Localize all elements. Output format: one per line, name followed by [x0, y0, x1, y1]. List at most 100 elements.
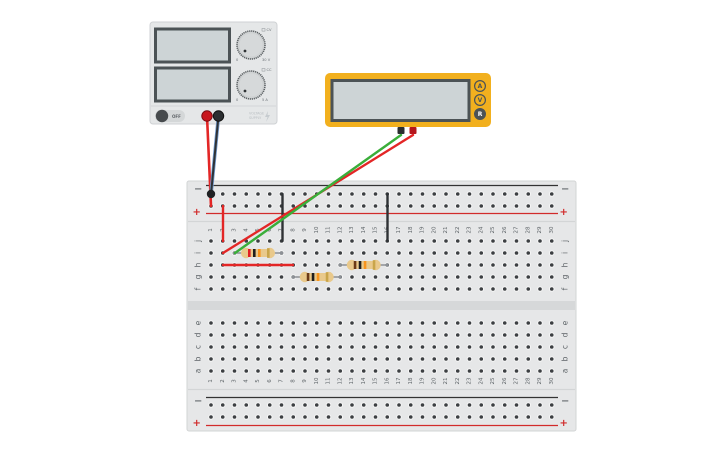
breadboard-hole[interactable]: [419, 344, 426, 350]
breadboard-hole[interactable]: [325, 238, 332, 244]
breadboard-hole[interactable]: [454, 356, 461, 362]
rail-hole[interactable]: [372, 414, 379, 420]
resistor-r3[interactable]: [338, 259, 389, 271]
breadboard-hole[interactable]: [372, 250, 379, 256]
breadboard-hole[interactable]: [454, 274, 461, 280]
breadboard-hole[interactable]: [548, 356, 555, 362]
breadboard-hole[interactable]: [396, 274, 402, 280]
breadboard-hole[interactable]: [419, 320, 426, 326]
rail-hole[interactable]: [243, 402, 250, 408]
rail-hole[interactable]: [490, 414, 496, 420]
rail-hole[interactable]: [490, 191, 496, 197]
rail-hole[interactable]: [419, 414, 426, 420]
breadboard-hole[interactable]: [290, 332, 297, 338]
rail-hole[interactable]: [384, 402, 391, 408]
breadboard-hole[interactable]: [208, 344, 214, 350]
breadboard-hole[interactable]: [443, 286, 449, 292]
rail-hole[interactable]: [360, 402, 367, 408]
breadboard-hole[interactable]: [443, 274, 449, 280]
breadboard-hole[interactable]: [278, 356, 285, 362]
breadboard-hole[interactable]: [302, 368, 308, 374]
breadboard-hole[interactable]: [266, 286, 273, 292]
rail-hole[interactable]: [302, 191, 308, 197]
rail-hole[interactable]: [349, 203, 355, 209]
breadboard-hole[interactable]: [513, 274, 520, 280]
breadboard-hole[interactable]: [501, 274, 508, 280]
rail-hole[interactable]: [219, 191, 226, 197]
breadboard-hole[interactable]: [525, 250, 532, 256]
breadboard-hole[interactable]: [490, 250, 496, 256]
breadboard-hole[interactable]: [490, 356, 496, 362]
breadboard-hole[interactable]: [537, 320, 543, 326]
breadboard-hole[interactable]: [396, 238, 402, 244]
rail-hole[interactable]: [513, 402, 520, 408]
breadboard-hole[interactable]: [454, 286, 461, 292]
rail-hole[interactable]: [337, 191, 344, 197]
breadboard-hole[interactable]: [525, 286, 532, 292]
breadboard-hole[interactable]: [313, 344, 320, 350]
breadboard-hole[interactable]: [431, 238, 438, 244]
breadboard-hole[interactable]: [431, 344, 438, 350]
breadboard-hole[interactable]: [490, 320, 496, 326]
rail-hole[interactable]: [478, 402, 485, 408]
breadboard-hole[interactable]: [243, 356, 250, 362]
breadboard-hole[interactable]: [337, 344, 344, 350]
rail-hole[interactable]: [231, 402, 238, 408]
breadboard-hole[interactable]: [360, 320, 367, 326]
breadboard-hole[interactable]: [337, 368, 344, 374]
breadboard-hole[interactable]: [478, 238, 485, 244]
multimeter[interactable]: AVR: [325, 73, 491, 134]
rail-hole[interactable]: [537, 402, 543, 408]
breadboard-hole[interactable]: [443, 320, 449, 326]
breadboard-hole[interactable]: [454, 320, 461, 326]
breadboard-hole[interactable]: [219, 274, 226, 280]
mode-button-v[interactable]: V: [474, 93, 487, 106]
rail-hole[interactable]: [325, 203, 332, 209]
breadboard-hole[interactable]: [537, 356, 543, 362]
breadboard-hole[interactable]: [360, 250, 367, 256]
rail-hole[interactable]: [255, 402, 261, 408]
rail-hole[interactable]: [302, 414, 308, 420]
breadboard-hole[interactable]: [290, 320, 297, 326]
rail-hole[interactable]: [231, 414, 238, 420]
breadboard-hole[interactable]: [396, 262, 402, 268]
breadboard-hole[interactable]: [466, 274, 473, 280]
breadboard-hole[interactable]: [525, 332, 532, 338]
rail-hole[interactable]: [208, 402, 214, 408]
breadboard-hole[interactable]: [384, 344, 391, 350]
breadboard-hole[interactable]: [360, 344, 367, 350]
rail-hole[interactable]: [537, 191, 543, 197]
breadboard-hole[interactable]: [302, 344, 308, 350]
breadboard-hole[interactable]: [266, 368, 273, 374]
breadboard-hole[interactable]: [537, 332, 543, 338]
breadboard-hole[interactable]: [443, 332, 449, 338]
breadboard-hole[interactable]: [419, 238, 426, 244]
rail-hole[interactable]: [325, 414, 332, 420]
breadboard-hole[interactable]: [349, 344, 355, 350]
breadboard-hole[interactable]: [243, 274, 250, 280]
rail-hole[interactable]: [396, 402, 402, 408]
breadboard-hole[interactable]: [208, 286, 214, 292]
breadboard-hole[interactable]: [537, 262, 543, 268]
rail-hole[interactable]: [431, 191, 438, 197]
breadboard-hole[interactable]: [219, 344, 226, 350]
breadboard-hole[interactable]: [513, 368, 520, 374]
breadboard-hole[interactable]: [431, 320, 438, 326]
breadboard-hole[interactable]: [349, 332, 355, 338]
breadboard-hole[interactable]: [407, 344, 414, 350]
rail-hole[interactable]: [349, 191, 355, 197]
rail-hole[interactable]: [396, 414, 402, 420]
breadboard-hole[interactable]: [337, 356, 344, 362]
rail-hole[interactable]: [454, 203, 461, 209]
rail-hole[interactable]: [278, 402, 285, 408]
breadboard-hole[interactable]: [349, 286, 355, 292]
breadboard-hole[interactable]: [513, 344, 520, 350]
breadboard-hole[interactable]: [384, 356, 391, 362]
breadboard-hole[interactable]: [537, 238, 543, 244]
breadboard-hole[interactable]: [396, 368, 402, 374]
breadboard-hole[interactable]: [325, 262, 332, 268]
breadboard-hole[interactable]: [290, 286, 297, 292]
breadboard-hole[interactable]: [396, 286, 402, 292]
breadboard-hole[interactable]: [313, 332, 320, 338]
breadboard-hole[interactable]: [325, 250, 332, 256]
